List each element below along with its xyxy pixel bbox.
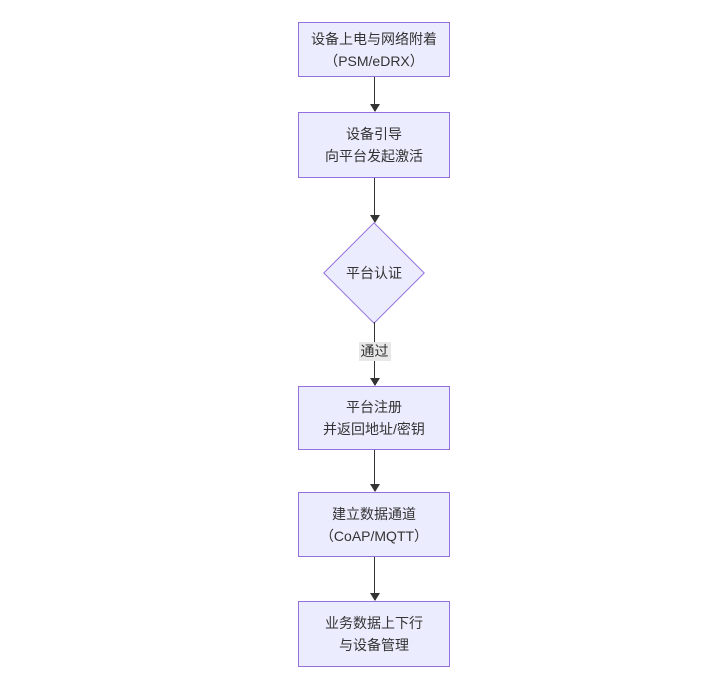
node-data-channel: 建立数据通道 （CoAP/MQTT）: [298, 492, 450, 557]
node-device-bootstrap: 设备引导 向平台发起激活: [298, 112, 450, 178]
arrowhead-icon: [370, 378, 380, 386]
node-text-line: 平台注册: [346, 399, 402, 415]
node-platform-auth: 平台认证: [323, 222, 425, 324]
edge-line: [374, 77, 375, 111]
edge-label-pass: 通过: [358, 342, 391, 361]
arrowhead-icon: [370, 593, 380, 601]
edge-line: [374, 557, 375, 600]
edge-line: [374, 450, 375, 491]
node-platform-register: 平台注册 并返回地址/密钥: [298, 386, 450, 450]
arrowhead-icon: [370, 104, 380, 112]
arrowhead-icon: [370, 215, 380, 223]
edge-power-to-bootstrap: [368, 77, 381, 112]
edge-auth-to-register: 通过: [358, 322, 391, 386]
node-text-line: 并返回地址/密钥: [323, 421, 425, 437]
node-text-line: 设备引导: [346, 126, 402, 142]
node-text-line: 向平台发起激活: [325, 148, 423, 164]
node-text-line: 业务数据上下行: [325, 615, 423, 631]
node-business-data: 业务数据上下行 与设备管理: [298, 601, 450, 667]
node-device-power-attach: 设备上电与网络附着 （PSM/eDRX）: [298, 22, 450, 77]
edge-register-to-channel: [368, 450, 381, 492]
node-text-line: 平台认证: [346, 265, 402, 281]
edge-line: [374, 178, 375, 222]
edge-channel-to-business: [368, 557, 381, 601]
node-text-line: （CoAP/MQTT）: [319, 527, 429, 544]
node-text-line: 与设备管理: [339, 637, 409, 653]
node-text-line: （PSM/eDRX）: [324, 52, 424, 69]
arrowhead-icon: [370, 484, 380, 492]
edge-bootstrap-to-auth: [368, 178, 381, 223]
node-text-line: 设备上电与网络附着: [311, 30, 437, 47]
node-text-line: 建立数据通道: [332, 505, 416, 522]
